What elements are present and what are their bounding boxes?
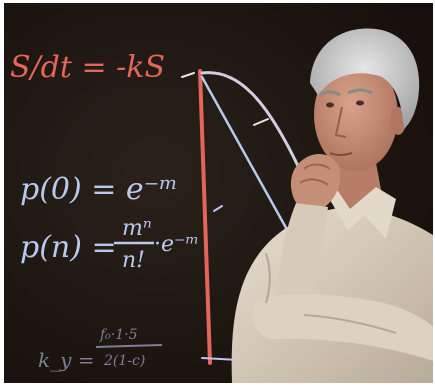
crossed-arm [252,293,433,361]
shirt-fold [265,252,271,304]
formula-bottom-denominator: 2(1-c) [103,353,145,369]
equation-ds-dt: S/dt = -kS [10,50,165,85]
mouth [329,152,353,156]
hair [310,28,420,129]
photo: S/dt = -kS p(0) = e⁻ᵐ p(n) = mⁿ n! ·e⁻ᵐ … [4,3,433,383]
equation-pn-right: ·e⁻ᵐ [154,232,199,257]
formula-bottom-label: k_y = [38,348,95,372]
face [314,59,398,171]
shirt-fold [303,314,397,334]
equation-p0: p(0) = e⁻ᵐ [20,172,178,207]
finger [303,163,331,170]
formula-bottom-numerator: f₀·1·5 [99,327,138,343]
nose [334,106,347,138]
decay-graph [181,69,306,365]
scene: S/dt = -kS p(0) = e⁻ᵐ p(n) = mⁿ n! ·e⁻ᵐ … [4,3,433,383]
collar [326,185,396,239]
ear [390,107,406,135]
eye [326,102,334,108]
person [231,28,433,383]
raised-arm [278,203,328,309]
equation-pn-left: p(n) = [20,230,117,265]
equation-pn-numerator: mⁿ [122,216,152,241]
eyebrow [347,88,373,95]
eyebrow [319,90,341,97]
equation-pn-denominator: n! [122,248,145,273]
finger [299,178,329,186]
eye [356,100,364,106]
formula-bottom-bar [95,344,163,348]
